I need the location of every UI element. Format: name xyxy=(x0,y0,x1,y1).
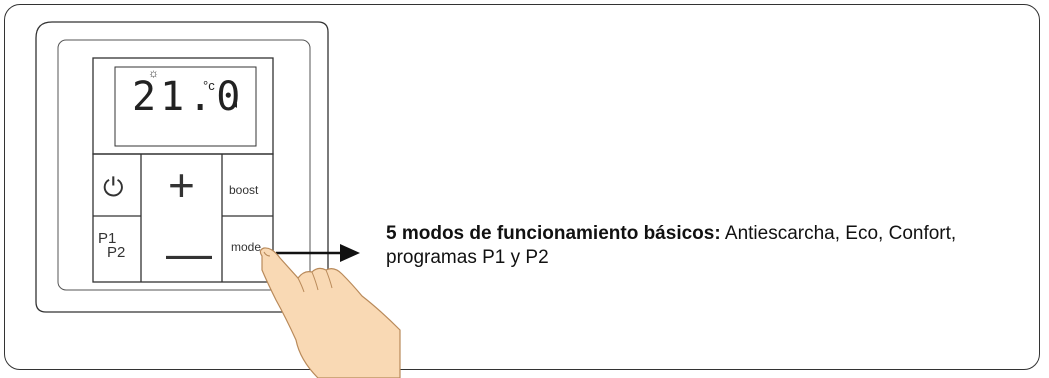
mode-description: 5 modos de funcionamiento básicos: Antie… xyxy=(386,222,1036,270)
mode-button[interactable]: mode xyxy=(231,240,262,254)
caption-text: Antiescarcha, Eco, Confort, programas P1… xyxy=(386,223,957,268)
temperature-readout: 21.0 xyxy=(132,74,245,120)
plus-icon: + xyxy=(168,159,195,211)
minus-icon: — xyxy=(166,227,212,279)
lcd-indicator: ◂ xyxy=(232,100,238,111)
diagram-frame xyxy=(4,4,1040,370)
arrow-icon xyxy=(276,244,360,262)
plus-button[interactable]: + xyxy=(168,158,195,212)
p1-button-label[interactable]: P1 xyxy=(98,230,117,247)
power-icon: ⏻ xyxy=(103,172,124,202)
minus-button[interactable]: — xyxy=(166,226,212,280)
temperature-unit: °c xyxy=(203,78,215,93)
hand-icon xyxy=(259,247,401,378)
caption-heading: 5 modos de funcionamiento básicos: xyxy=(386,223,721,244)
boost-button[interactable]: boost xyxy=(229,183,259,197)
power-button[interactable]: ⏻ xyxy=(103,172,124,204)
sun-icon: ☼ xyxy=(148,66,159,80)
p2-button-label[interactable]: P2 xyxy=(107,244,126,261)
